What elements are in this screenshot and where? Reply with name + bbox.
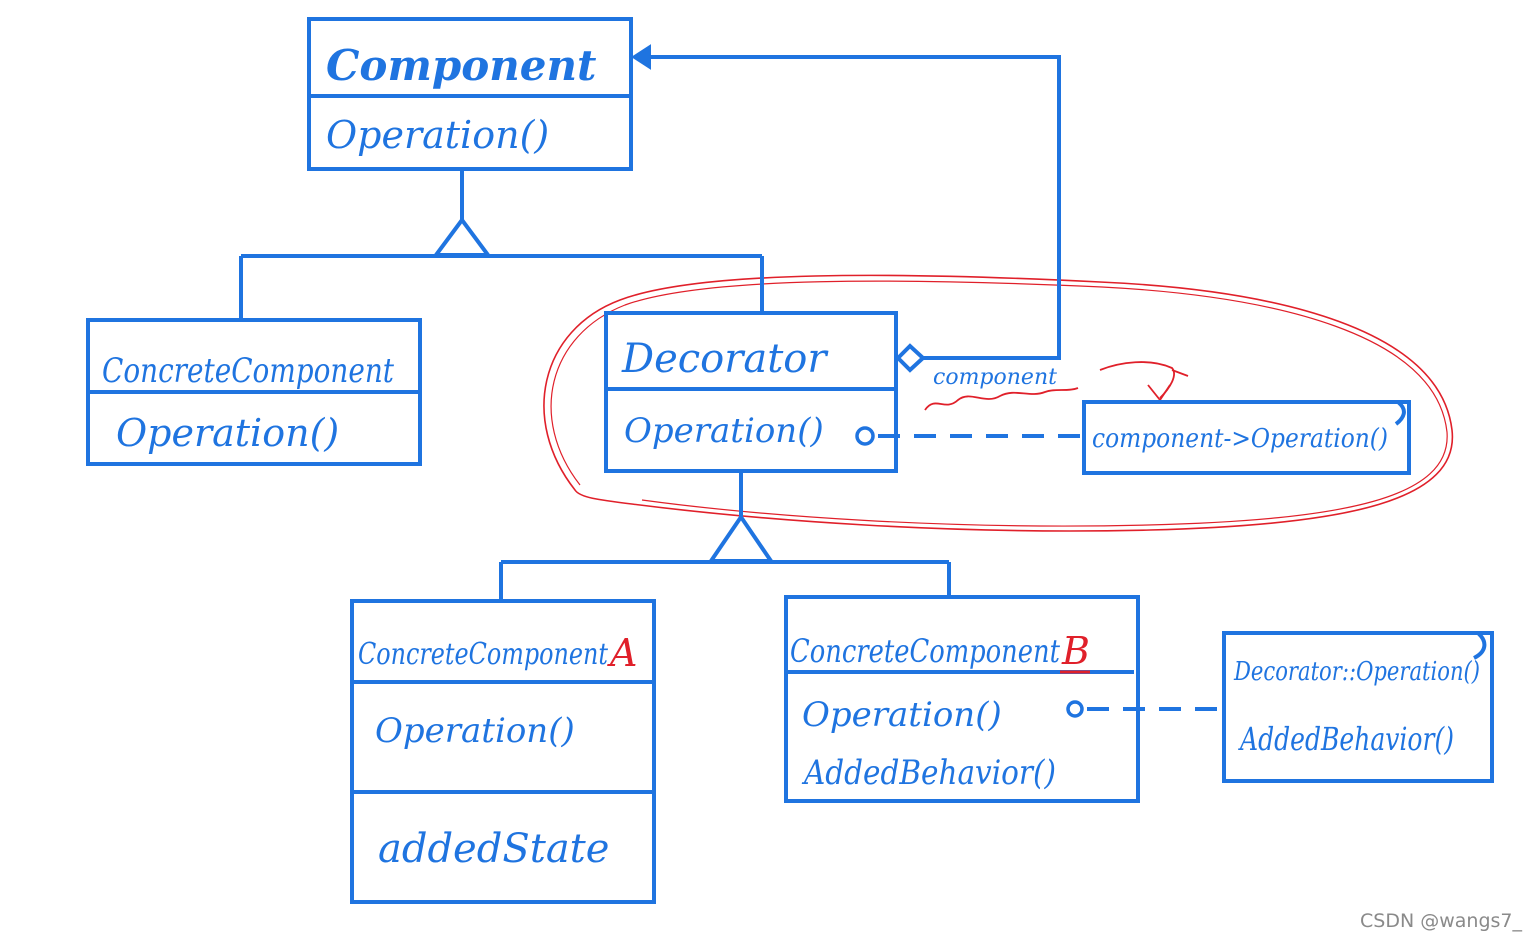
highlight-ellipse-stroke2 (550, 280, 1448, 527)
concrete-a-class-method: Operation() (375, 711, 575, 751)
concrete-a-class-suffix: A (607, 631, 637, 675)
decorator-generalization-triangle (707, 513, 775, 563)
aggregation-line (637, 55, 1061, 360)
concrete-component-class-name: ConcreteComponent (102, 351, 394, 391)
component-class-method: Operation() (326, 113, 549, 157)
decorator-class-name: Decorator (621, 336, 829, 382)
decorator-class-box (604, 311, 898, 473)
highlight-arrow (1099, 361, 1175, 399)
concrete-b-note-anchor (1066, 700, 1084, 718)
concrete-b-class-box (784, 595, 1140, 803)
decorator-class-method: Operation() (624, 411, 824, 451)
concrete-b-class-method2: AddedBehavior() (801, 753, 1056, 793)
concrete-a-class-box (350, 599, 656, 904)
aggregation-diamond (895, 343, 926, 373)
aggregation-arrowhead (631, 44, 651, 70)
concrete-a-class-state: addedState (378, 826, 609, 872)
decorator-note-box (1082, 400, 1411, 475)
component-generalization-triangle (432, 216, 492, 257)
aggregation-label: component (933, 365, 1057, 390)
concrete-b-class-name: ConcreteComponent (790, 632, 1060, 670)
concrete-b-note-box (1222, 631, 1494, 783)
concrete-b-note-fold (1473, 631, 1487, 660)
concrete-b-note-line1: Decorator::Operation() (1233, 657, 1480, 687)
highlight-squiggle (924, 387, 1079, 411)
concrete-b-class-method: Operation() (802, 695, 1002, 735)
component-class-name: Component (326, 41, 596, 90)
concrete-b-class-suffix: B (1061, 629, 1090, 673)
highlight-arrowhead (1147, 384, 1171, 402)
decorator-note-fold (1394, 400, 1406, 426)
concrete-component-class-method: Operation() (116, 411, 339, 455)
concrete-a-class-name: ConcreteComponent (358, 637, 609, 672)
highlight-ellipse (543, 274, 1454, 532)
concrete-b-note-line2: AddedBehavior() (1238, 720, 1454, 758)
watermark: CSDN @wangs7_ (1360, 910, 1522, 932)
decorator-note-text: component->Operation() (1092, 424, 1388, 454)
decorator-note-anchor (855, 426, 875, 446)
highlight-arrow-tail (1171, 369, 1189, 377)
